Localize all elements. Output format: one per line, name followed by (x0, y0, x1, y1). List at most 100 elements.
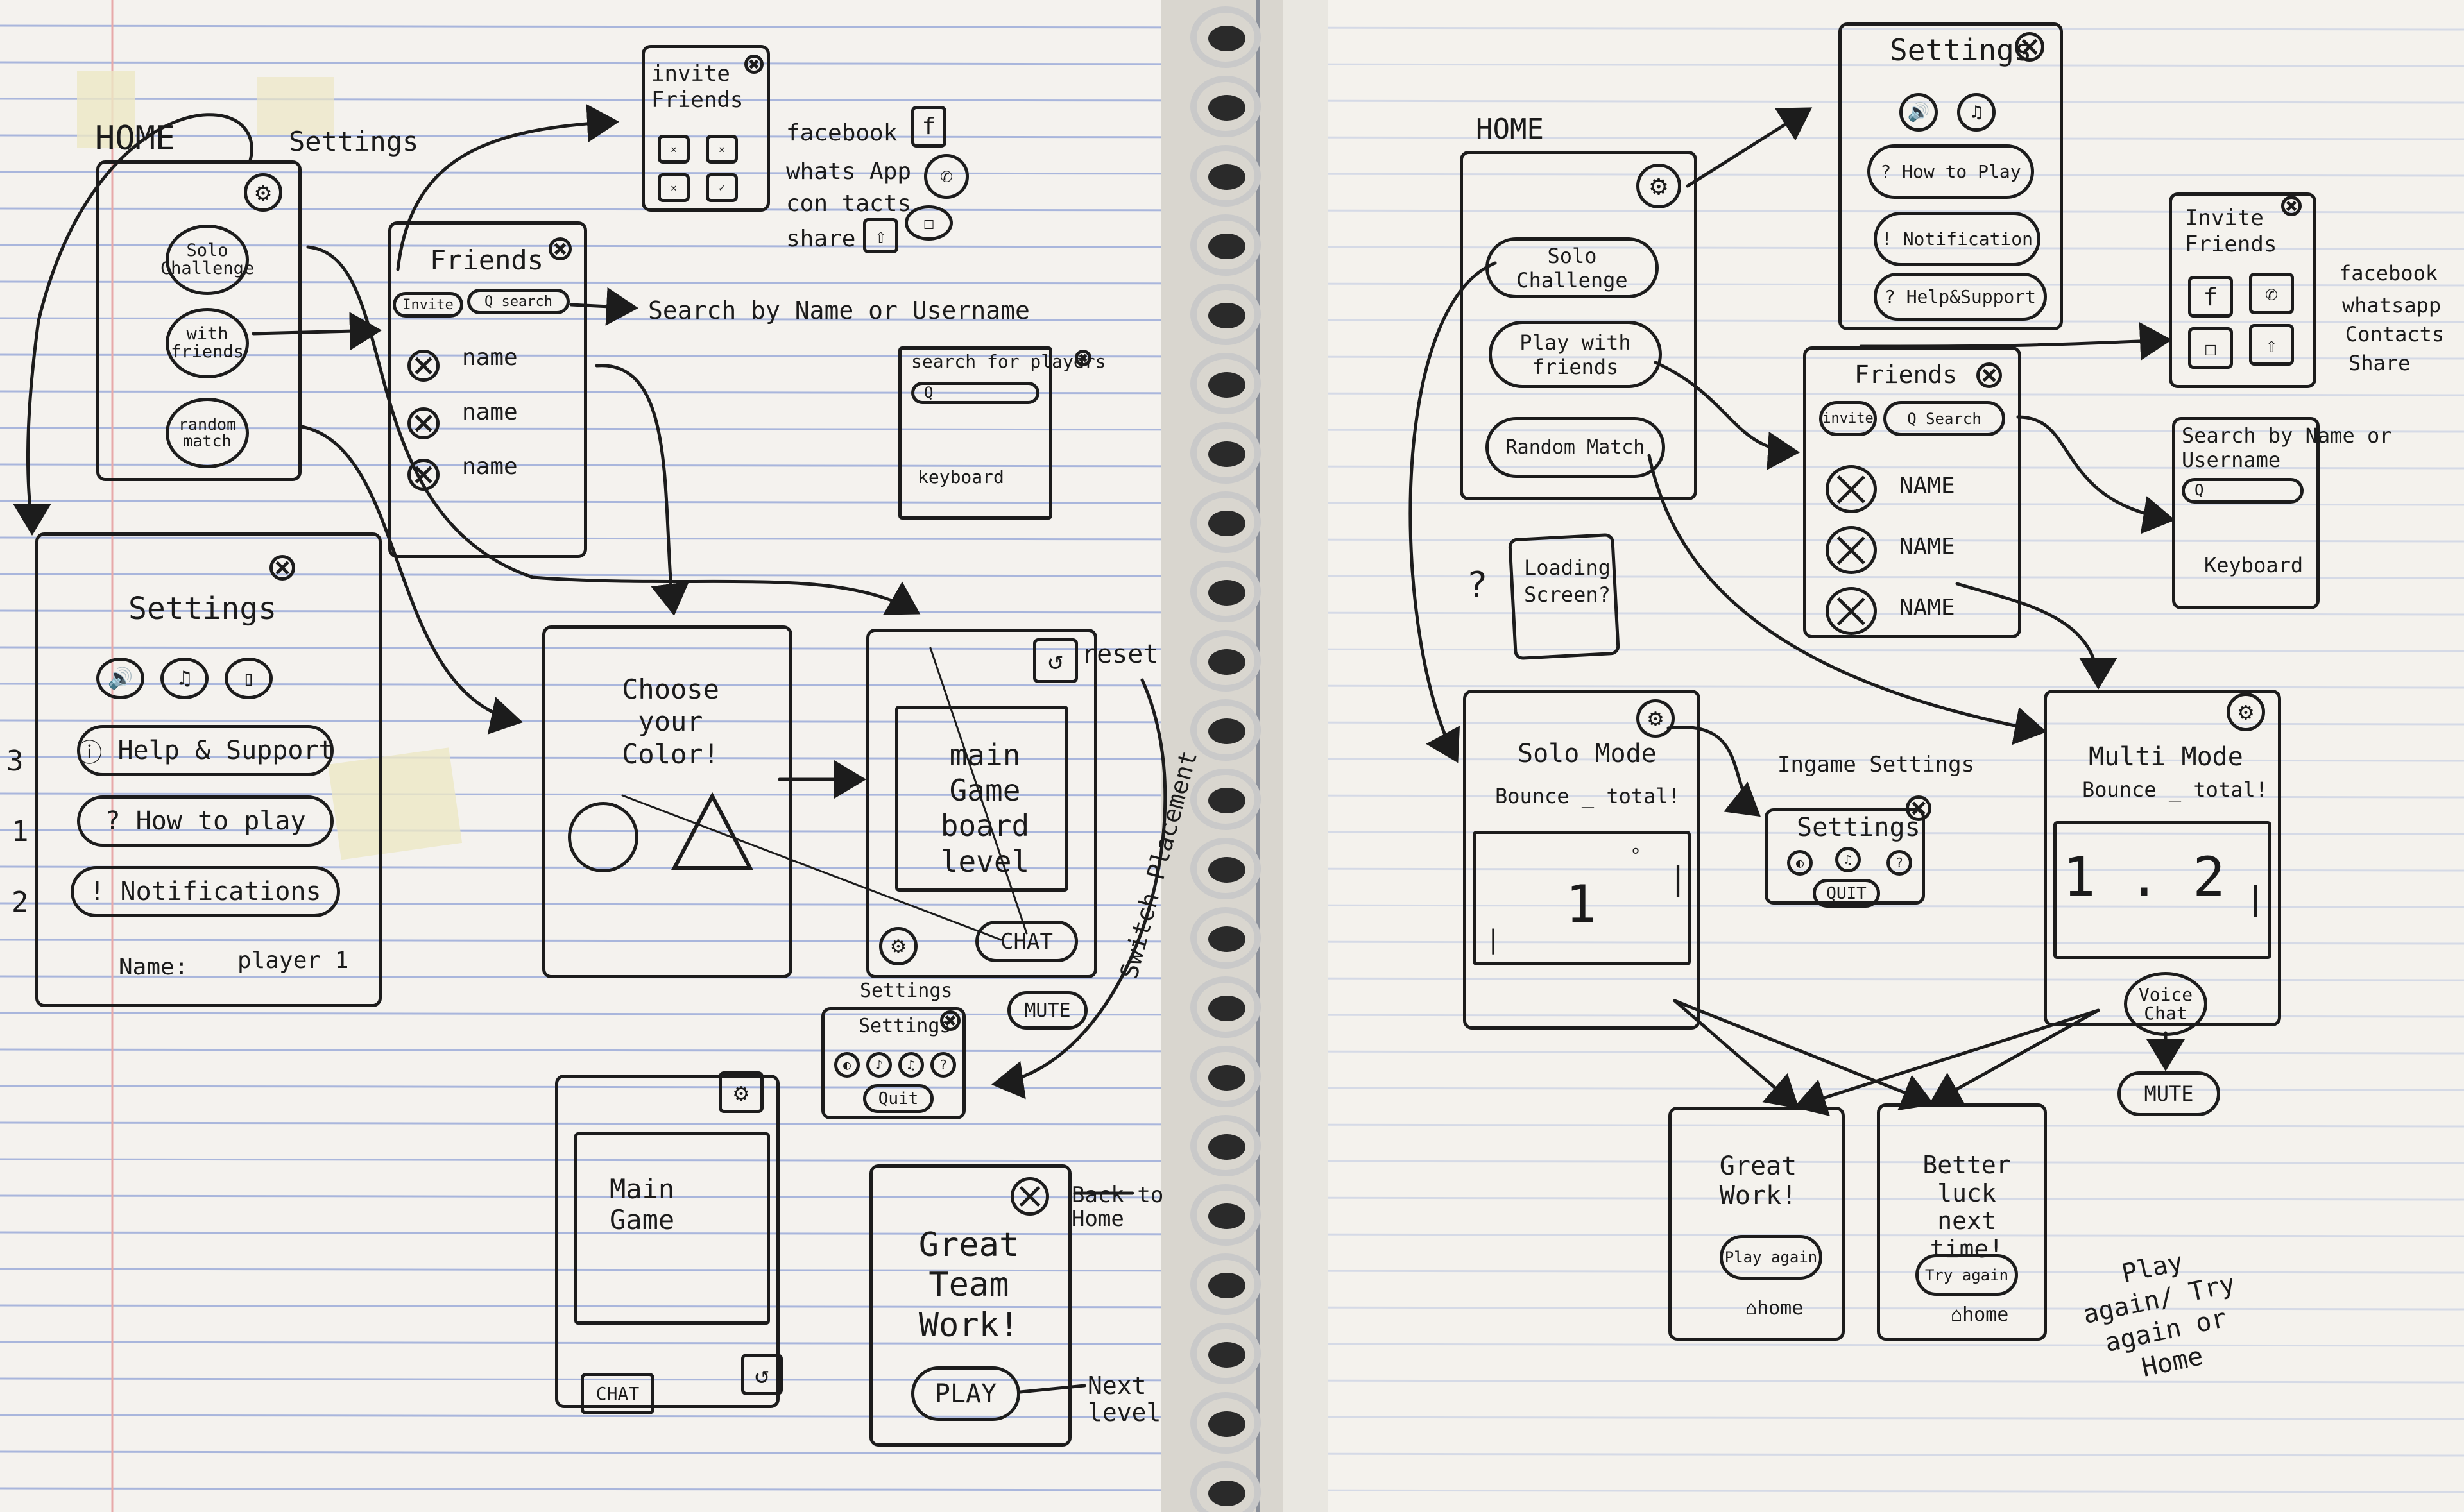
gear-icon[interactable]: ⚙ (1636, 699, 1675, 738)
game-settings-label: Settings (860, 980, 953, 1002)
help-icon: ⓘ (76, 738, 118, 768)
left-search-tab[interactable]: Q search (467, 289, 570, 314)
close-icon[interactable] (1906, 795, 1931, 821)
invite-icon-share[interactable]: ✓ (706, 173, 738, 202)
whatsapp-icon[interactable]: ✆ (2249, 273, 2294, 314)
right-how-to-button[interactable]: ? How to Play (1867, 144, 2034, 199)
ingame-quit-button[interactable]: QUIT (1813, 879, 1880, 908)
help-support-button[interactable]: ⓘ Help & Support (76, 725, 334, 776)
close-icon[interactable] (270, 555, 295, 581)
play-button[interactable]: PLAY (911, 1366, 1020, 1421)
color-triangle-option[interactable] (671, 792, 754, 872)
question-icon: ? (105, 806, 136, 836)
close-icon[interactable] (744, 55, 764, 74)
right-search-input[interactable] (2182, 478, 2304, 504)
spiral-ring (1190, 630, 1261, 692)
invite-icon-whatsapp[interactable]: ✕ (706, 135, 738, 164)
music-icon[interactable]: ♫ (1835, 847, 1861, 872)
left-home-settings-label: Settings (289, 126, 419, 157)
friend-row-name[interactable]: name (462, 399, 518, 425)
whatsapp-icon[interactable]: ✆ (924, 154, 969, 199)
right-friend-row-name[interactable]: NAME (1899, 534, 1955, 560)
notifications-button[interactable]: ! Notifications (71, 866, 340, 917)
search-input[interactable] (911, 382, 1040, 404)
chat-bubble-icon[interactable]: ☐ (905, 205, 953, 241)
reset-icon[interactable]: ↺ (741, 1354, 783, 1395)
choose-text: Choose your Color! (622, 674, 719, 770)
voice-chat-button[interactable]: Voice Chat (2124, 972, 2207, 1036)
spiral-ring (1190, 1046, 1261, 1107)
gear-icon[interactable]: ⚙ (879, 927, 918, 965)
right-help-button[interactable]: ? Help&Support (1874, 273, 2047, 321)
loading-question: ? (1466, 565, 1488, 606)
solo-game-area[interactable] (1473, 831, 1691, 965)
help-icon[interactable]: ? (1887, 850, 1912, 876)
game-board-area[interactable] (895, 706, 1068, 892)
gear-icon[interactable]: ⚙ (2227, 693, 2265, 731)
main-game-board[interactable] (574, 1132, 770, 1325)
left-solo-button[interactable]: Solo Challenge (160, 225, 254, 295)
line-next-level (1018, 1384, 1086, 1394)
friend-row-name[interactable]: name (462, 344, 518, 371)
how-to-play-button[interactable]: ? How to play (77, 795, 334, 847)
share-icon[interactable]: ⇧ (863, 218, 898, 253)
multi-mute-button[interactable]: MUTE (2118, 1071, 2220, 1116)
reset-icon[interactable]: ↺ (1033, 638, 1078, 683)
left-invite-tab[interactable]: Invite (393, 292, 463, 318)
close-icon[interactable] (549, 237, 572, 260)
great-team-phone (869, 1164, 1072, 1447)
home-link[interactable]: ⌂home (1951, 1304, 2009, 1326)
play-again-button[interactable]: Play again (1720, 1235, 1822, 1280)
sound-icon[interactable]: ◐ (1787, 850, 1813, 876)
close-icon[interactable] (1075, 350, 1091, 366)
share-icon[interactable]: ⇧ (2249, 324, 2294, 366)
close-icon[interactable] (2281, 196, 2302, 216)
chat-button[interactable]: CHAT (975, 921, 1078, 962)
gear-icon[interactable]: ⚙ (1636, 164, 1681, 208)
close-icon[interactable] (940, 1010, 961, 1031)
facebook-icon[interactable]: f (2188, 276, 2233, 318)
arrow-game-settings (991, 678, 1167, 1100)
gear-icon[interactable]: ⚙ (244, 173, 282, 212)
quit-button[interactable]: Quit (863, 1084, 934, 1113)
sound-icon[interactable]: ♪ (866, 1052, 892, 1078)
vibrate-icon[interactable]: ▯ (225, 658, 273, 699)
right-whatsapp-label: whatsapp (2342, 293, 2442, 318)
sound-icon[interactable]: 🔊 (96, 658, 144, 699)
sound-icon[interactable]: ◐ (834, 1052, 860, 1078)
music-icon[interactable]: ♫ (1957, 93, 1996, 132)
right-how-to-label: How to Play (1902, 161, 2021, 182)
chat-bubble-icon[interactable]: ☐ (2188, 327, 2233, 369)
invite-icon-facebook[interactable]: ✕ (658, 135, 690, 164)
right-solo-button[interactable]: Solo Challenge (1485, 237, 1659, 298)
right-play-friends-button[interactable]: Play with friends (1489, 321, 1662, 388)
gear-icon[interactable]: ⚙ (719, 1071, 764, 1113)
close-icon[interactable] (2015, 32, 2044, 62)
right-friend-row-name[interactable]: NAME (1899, 595, 1955, 621)
right-random-button[interactable]: Random Match (1485, 417, 1665, 478)
multi-game-area[interactable] (2053, 821, 2272, 959)
right-notification-button[interactable]: ! Notification (1874, 212, 2041, 266)
help-icon[interactable]: ? (930, 1052, 956, 1078)
home-link[interactable]: ⌂home (1745, 1297, 1804, 1320)
right-friend-row-name[interactable]: NAME (1899, 473, 1955, 499)
mute-button[interactable]: MUTE (1007, 991, 1088, 1030)
invite-icon-contacts[interactable]: ✕ (658, 173, 690, 202)
music-icon[interactable]: ♫ (160, 658, 209, 699)
solo-score: 1 (1566, 874, 1597, 934)
close-icon[interactable] (1011, 1177, 1049, 1216)
friend-row-name[interactable]: name (462, 454, 518, 480)
close-icon[interactable] (1976, 362, 2002, 388)
right-invite-tab[interactable]: invite (1819, 401, 1877, 436)
tape (328, 747, 463, 860)
left-friends-button[interactable]: with friends (166, 308, 249, 378)
try-again-button[interactable]: Try again (1915, 1254, 2018, 1296)
sound-icon[interactable]: 🔊 (1899, 93, 1938, 132)
color-circle-option[interactable] (568, 802, 638, 872)
music-icon[interactable]: ♫ (898, 1052, 924, 1078)
loading-text: Loading Screen? (1524, 556, 1611, 607)
chat-button[interactable]: CHAT (581, 1373, 654, 1414)
right-search-tab[interactable]: Q Search (1883, 401, 2005, 436)
left-random-button[interactable]: random match (166, 398, 249, 468)
facebook-icon[interactable]: f (911, 106, 946, 148)
